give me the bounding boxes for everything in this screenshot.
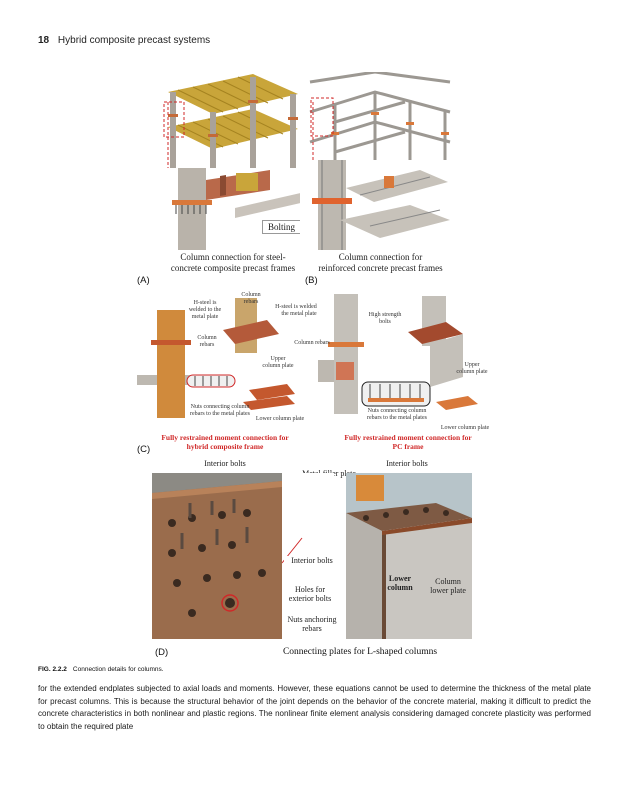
label-lower-column: Lower column: [387, 574, 413, 592]
label-column-rebars-top: Column rebars: [241, 292, 261, 305]
label-column-rebars-right: Column rebars: [294, 340, 330, 346]
figure-number: FIG. 2.2.2: [38, 666, 67, 673]
label-lower-column-plate-right: Lower column plate: [440, 425, 490, 431]
panel-a-caption: Column connection for steel- concrete co…: [170, 252, 296, 273]
bolting-callout: Bolting: [262, 220, 302, 234]
panel-a-joint-closeup: [160, 168, 305, 250]
panel-b-joint-closeup: [300, 160, 450, 250]
label-nuts-connecting-right: Nuts connecting column rebars to the met…: [367, 408, 427, 421]
label-nuts-connecting-left: Nuts connecting column rebars to the met…: [190, 404, 250, 417]
panel-d-label: (D): [155, 647, 169, 658]
label-interior-bolts-right: Interior bolts: [386, 459, 428, 468]
figure-caption: FIG. 2.2.2 Connection details for columns…: [38, 666, 164, 673]
label-upper-column-plate-left: Upper column plate: [262, 356, 294, 369]
panel-b-caption: Column connection for reinforced concret…: [318, 252, 443, 273]
panel-a-frame-illustration: [158, 72, 308, 168]
label-column-lower-plate: Column lower plate: [430, 577, 466, 595]
panel-c-pc-connection-drawing: [318, 292, 483, 430]
body-paragraph: for the extended endplates subjected to …: [38, 684, 591, 731]
panel-b-frame-illustration: [305, 72, 453, 168]
label-interior-bolts-left: Interior bolts: [204, 459, 246, 468]
label-nuts-anchoring-rebars: Nuts anchoring rebars: [282, 615, 342, 633]
panel-c-right-caption: Fully restrained moment connection for P…: [344, 433, 472, 451]
steel-concrete-frame-drawing: [158, 72, 308, 168]
page-number: 18: [38, 35, 50, 46]
label-holes-exterior-bolts: Holes for exterior bolts: [282, 585, 338, 603]
photo-right-lower-column: [346, 473, 472, 639]
panel-c-label: (C): [137, 444, 151, 455]
label-interior-bolts-mid: Interior bolts: [284, 556, 340, 565]
panel-d-caption: Connecting plates for L-shaped columns: [282, 647, 438, 657]
label-upper-column-plate-right: Upper column plate: [456, 362, 488, 375]
panel-b-label: (B): [305, 275, 318, 286]
photo-left-connecting-plate: [152, 473, 282, 639]
running-header: 18 Hybrid composite precast systems: [38, 35, 210, 46]
panel-a-label: (A): [137, 275, 150, 286]
running-title: Hybrid composite precast systems: [57, 35, 211, 46]
panel-c-left-caption: Fully restrained moment connection for h…: [161, 433, 289, 451]
label-lower-column-plate-left: Lower column plate: [255, 416, 305, 422]
label-column-rebars-left: Column rebars: [197, 335, 217, 348]
figure-caption-text: Connection details for columns.: [72, 666, 164, 673]
panel-c-hybrid-connection-drawing: [137, 290, 302, 428]
label-high-strength-bolts: High strength bolts: [368, 312, 402, 325]
label-h-steel-welded: H-steel is welded to the metal plate: [188, 300, 222, 320]
panel-a-dashed-leader: [167, 102, 169, 177]
